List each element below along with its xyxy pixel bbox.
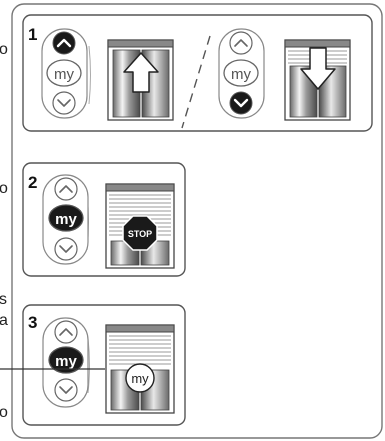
chevron-down-icon <box>59 386 73 394</box>
my-position-badge <box>125 363 155 393</box>
up-button[interactable] <box>54 177 78 201</box>
my-button-pressed[interactable] <box>48 204 84 232</box>
left-text-fragment-2: o <box>0 180 8 197</box>
my-button-label: my <box>231 66 251 83</box>
left-text-fragment-1: o <box>0 41 8 58</box>
my-button-label: my <box>55 211 77 228</box>
left-text-fragment-5: o <box>0 404 8 421</box>
arrow-down-icon <box>300 47 336 90</box>
left-text-fragment-3: s <box>0 291 7 308</box>
remote-4: my <box>42 317 90 408</box>
up-button[interactable] <box>54 320 78 344</box>
shutter-closing <box>284 39 351 121</box>
my-button-label: my <box>55 353 77 370</box>
shutter-my-position: my <box>105 324 175 414</box>
chevron-up-icon <box>59 328 73 336</box>
chevron-up-icon <box>234 39 248 47</box>
shutter-opening <box>107 39 174 121</box>
chevron-down-icon <box>57 99 71 107</box>
chevron-up-icon <box>56 38 72 48</box>
chevron-down-icon <box>233 98 249 108</box>
chevron-up-icon <box>59 185 73 193</box>
arrow-up-icon <box>123 52 159 93</box>
down-button-pressed[interactable] <box>229 91 253 115</box>
up-button[interactable] <box>229 31 253 55</box>
remote-2: my <box>218 28 290 119</box>
up-button-pressed[interactable] <box>52 31 76 55</box>
chevron-down-icon <box>59 245 73 253</box>
remote-3: my <box>42 174 89 265</box>
shutter-stopped: STOP <box>105 183 175 269</box>
stop-sign-label: STOP <box>128 229 152 239</box>
dashed-divider <box>181 35 211 129</box>
stop-sign-icon <box>122 215 158 251</box>
down-button[interactable] <box>52 91 76 115</box>
left-text-fragment-4: a <box>0 312 8 329</box>
step-1-number: 1 <box>28 25 37 44</box>
step-2-number: 2 <box>28 173 37 192</box>
remote-1: my <box>41 28 91 119</box>
my-button[interactable] <box>223 59 259 87</box>
down-button[interactable] <box>54 237 78 261</box>
my-position-label: my <box>131 371 149 386</box>
down-button[interactable] <box>54 378 78 402</box>
my-button-label: my <box>54 66 74 83</box>
my-button-pressed[interactable] <box>48 346 84 374</box>
step-3-number: 3 <box>28 313 37 332</box>
my-button[interactable] <box>46 59 82 87</box>
